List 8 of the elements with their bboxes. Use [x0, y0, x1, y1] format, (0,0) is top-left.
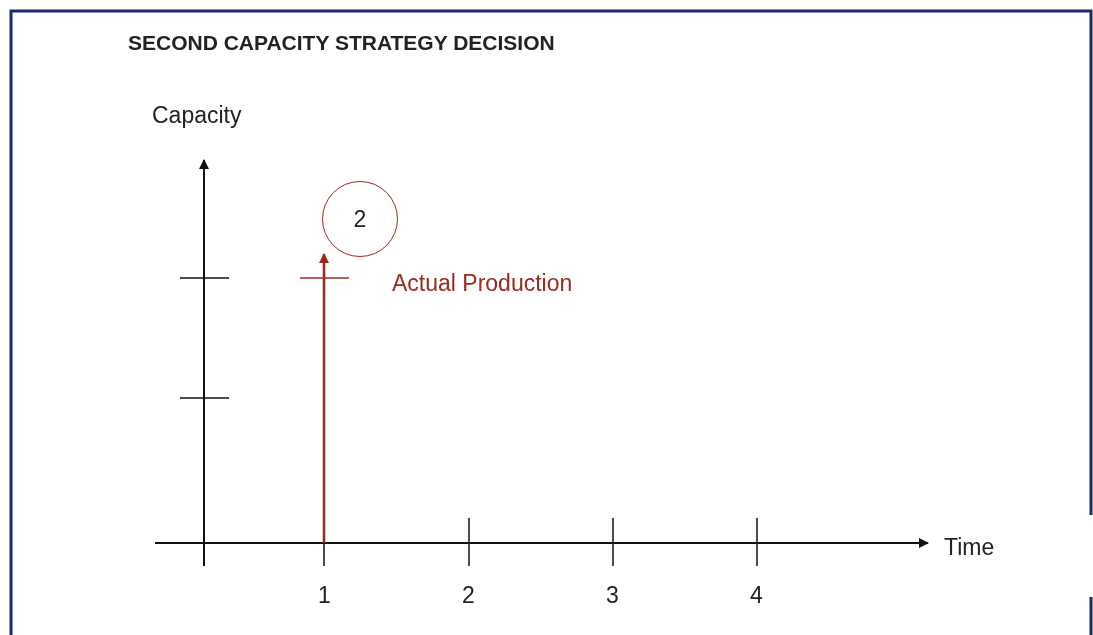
- axis-title: Capacity: [152, 102, 242, 129]
- diagram-title: SECOND CAPACITY STRATEGY DECISION: [128, 31, 555, 55]
- axis-title: Time: [944, 534, 995, 561]
- tick-label: 1: [318, 582, 331, 609]
- tick-label: 2: [462, 582, 475, 609]
- tick-label: 4: [750, 582, 763, 609]
- annotation-label: Actual Production: [392, 270, 573, 297]
- tick-label: 3: [606, 582, 619, 609]
